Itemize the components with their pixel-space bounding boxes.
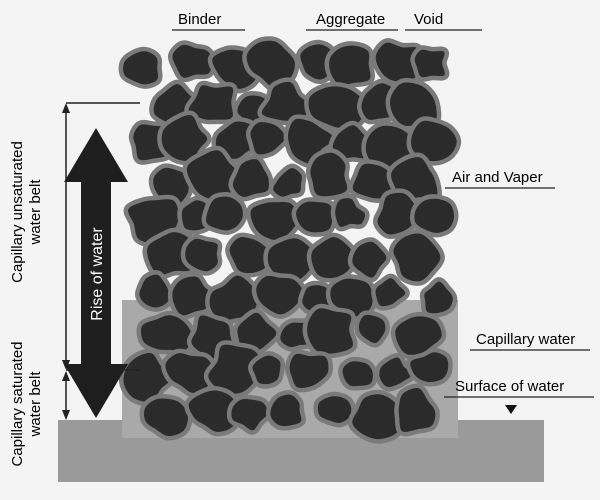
capillary-water-label: Capillary water (476, 331, 575, 348)
aggregate-particle (307, 308, 353, 353)
saturated-arrow-top-icon (62, 371, 70, 381)
capillary-saturated-label-line2: water belt (27, 371, 44, 438)
rise-of-water-label: Rise of water (89, 227, 106, 321)
void-label: Void (414, 11, 443, 28)
aggregate-particle (415, 50, 445, 78)
saturated-arrow-bottom-icon (62, 410, 70, 420)
aggregate-label: Aggregate (316, 11, 385, 28)
aggregate-particle (329, 46, 370, 85)
down-triangle-icon (505, 405, 517, 414)
aggregate-particle (310, 153, 347, 196)
surface-of-water-label: Surface of water (455, 378, 564, 395)
aggregate-particle (335, 198, 365, 227)
capillary-unsaturated-label-line2: water belt (27, 179, 44, 246)
unsaturated-arrow-top-icon (62, 103, 70, 113)
aggregate-cluster (123, 41, 457, 439)
air-vapor-label: Air and Vaper (452, 169, 543, 186)
capillary-saturated-label-line1: Capillary saturated (9, 341, 26, 466)
aggregate-particle (273, 168, 302, 197)
aggregate-particle (343, 361, 373, 386)
binder-label: Binder (178, 11, 221, 28)
capillary-unsaturated-label-line1: Capillary unsaturated (9, 141, 26, 283)
